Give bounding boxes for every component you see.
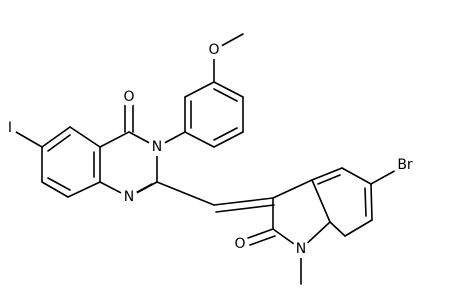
atom-label-o: O (234, 236, 245, 252)
bond (370, 168, 399, 185)
bond (272, 179, 313, 199)
bond (213, 127, 238, 141)
bond (184, 81, 215, 98)
bond (15, 131, 43, 148)
bond (344, 219, 373, 237)
bond (213, 197, 274, 206)
bond (370, 183, 373, 221)
bond (215, 204, 275, 213)
atom-bromine: Br (393, 153, 417, 177)
bond (329, 221, 346, 237)
bond (311, 167, 343, 181)
atom-o-oxindole: O (231, 235, 249, 253)
atom-labels: O O I N N Br O N (3, 41, 417, 258)
atom-n-oxindole: N (292, 240, 310, 258)
bond (317, 174, 341, 185)
atom-n1: N (120, 188, 138, 206)
atom-label-n: N (124, 189, 134, 205)
atom-label-n: N (152, 139, 162, 155)
atom-label-o: O (208, 42, 219, 58)
bond (69, 126, 101, 148)
atom-label-i: I (8, 120, 12, 136)
bond (47, 134, 71, 152)
bond (364, 187, 367, 217)
atom-iodine: I (3, 120, 17, 136)
atom-o-quinazolinone: O (120, 88, 138, 106)
atom-label-o: O (123, 89, 134, 105)
bond (99, 131, 130, 148)
bond (184, 131, 215, 148)
bond-lines (15, 33, 399, 285)
bond (213, 131, 244, 148)
bond (341, 167, 372, 185)
atom-n3: N (148, 138, 166, 156)
bond (213, 81, 244, 98)
bond (41, 126, 71, 148)
bond (311, 179, 331, 223)
atom-label-br: Br (397, 157, 413, 173)
bond (249, 235, 276, 246)
atom-label-n: N (296, 241, 306, 257)
bond (41, 181, 69, 198)
bond (67, 181, 101, 198)
atom-o-methoxy: O (205, 41, 223, 59)
bond (47, 177, 71, 191)
bond (213, 88, 238, 102)
bond (247, 228, 274, 239)
bond (156, 181, 215, 206)
